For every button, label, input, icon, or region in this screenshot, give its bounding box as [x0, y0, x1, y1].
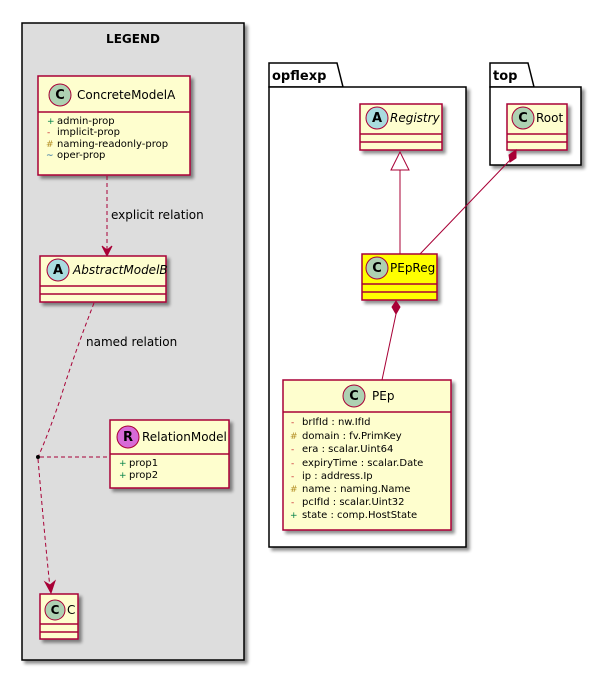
- vis-private: -: [291, 472, 294, 482]
- abstract-a-icon: [365, 106, 389, 130]
- stereotype-letter: C: [518, 111, 528, 126]
- prop-label: domain : fv.PrimKey: [302, 431, 402, 442]
- edge-named-relation: named relation: [36, 302, 177, 595]
- class-relationmodel[interactable]: R RelationModel + prop1 + prop2: [109, 419, 230, 489]
- class-name: ConcreteModelA: [77, 88, 176, 102]
- class-pepreg[interactable]: C PEpReg: [361, 253, 438, 301]
- stereotype-letter: C: [349, 389, 359, 404]
- prop-label: ip : address.Ip: [302, 471, 373, 482]
- association-point: [36, 455, 40, 459]
- prop-label: pcIfId : scalar.Uint32: [302, 497, 405, 508]
- stereotype-letter: A: [53, 263, 63, 278]
- stereotype-letter: C: [372, 261, 382, 276]
- vis-protected: #: [290, 432, 298, 442]
- vis-private: -: [291, 418, 294, 428]
- class-root[interactable]: C Root: [506, 103, 568, 151]
- prop-label: expiryTime : scalar.Date: [302, 458, 423, 469]
- stereotype-letter: R: [123, 430, 133, 445]
- prop-label: brIfId : nw.IfId: [302, 417, 371, 428]
- legend-title: LEGEND: [106, 32, 160, 46]
- prop-label: prop1: [129, 458, 158, 469]
- class-name: C: [67, 603, 75, 617]
- class-concretemodela[interactable]: C ConcreteModelA + admin-prop - implicit…: [37, 75, 191, 176]
- vis-public: +: [119, 471, 127, 481]
- edge-label: explicit relation: [111, 208, 204, 222]
- class-pep[interactable]: C PEp - brIfId : nw.IfId # domain : fv.P…: [282, 379, 452, 531]
- package-name: opflexp: [272, 69, 326, 84]
- vis-private: -: [291, 445, 294, 455]
- vis-private: -: [291, 459, 294, 469]
- stereotype-letter: C: [51, 603, 60, 617]
- edge-explicit-relation: explicit relation: [101, 176, 204, 258]
- edge-composition-pep: [381, 300, 401, 381]
- class-name: RelationModel: [142, 430, 227, 444]
- vis-package: ~: [46, 151, 54, 161]
- prop-label: era : scalar.Uint64: [302, 444, 393, 455]
- prop-label: prop2: [129, 470, 158, 481]
- vis-public: +: [47, 117, 55, 127]
- vis-private: -: [47, 128, 50, 138]
- edge-label: named relation: [86, 335, 177, 349]
- vis-protected: #: [46, 140, 54, 150]
- vis-public: +: [119, 459, 127, 469]
- edge-inheritance: [390, 150, 410, 254]
- prop-label: oper-prop: [57, 150, 105, 161]
- vis-public: +: [290, 511, 298, 521]
- package-name: top: [493, 69, 517, 84]
- class-c-icon: [342, 384, 366, 408]
- prop-label: implicit-prop: [57, 127, 120, 138]
- prop-label: name : naming.Name: [302, 484, 410, 495]
- class-c-icon: [44, 599, 66, 621]
- prop-label: state : comp.HostState: [302, 510, 417, 521]
- class-name: Registry: [390, 111, 441, 125]
- class-c-icon: [48, 83, 72, 107]
- abstract-a-icon: [46, 258, 70, 282]
- class-c-icon: [365, 256, 389, 280]
- vis-protected: #: [290, 485, 298, 495]
- class-name: PEp: [372, 389, 394, 403]
- relation-r-icon: [116, 425, 140, 449]
- stereotype-letter: C: [55, 88, 65, 103]
- edge-composition-root: [419, 149, 517, 255]
- class-registry[interactable]: A Registry: [359, 103, 443, 151]
- class-name: PEpReg: [390, 261, 435, 275]
- prop-label: admin-prop: [57, 116, 115, 127]
- class-name: Root: [536, 111, 563, 125]
- prop-label: naming-readonly-prop: [57, 139, 168, 150]
- class-name: AbstractModelB: [72, 263, 168, 277]
- class-c-icon: [511, 106, 535, 130]
- class-abstractmodelb[interactable]: A AbstractModelB: [39, 255, 168, 303]
- vis-private: -: [291, 498, 294, 508]
- class-c[interactable]: C C: [39, 593, 79, 640]
- stereotype-letter: A: [372, 111, 382, 126]
